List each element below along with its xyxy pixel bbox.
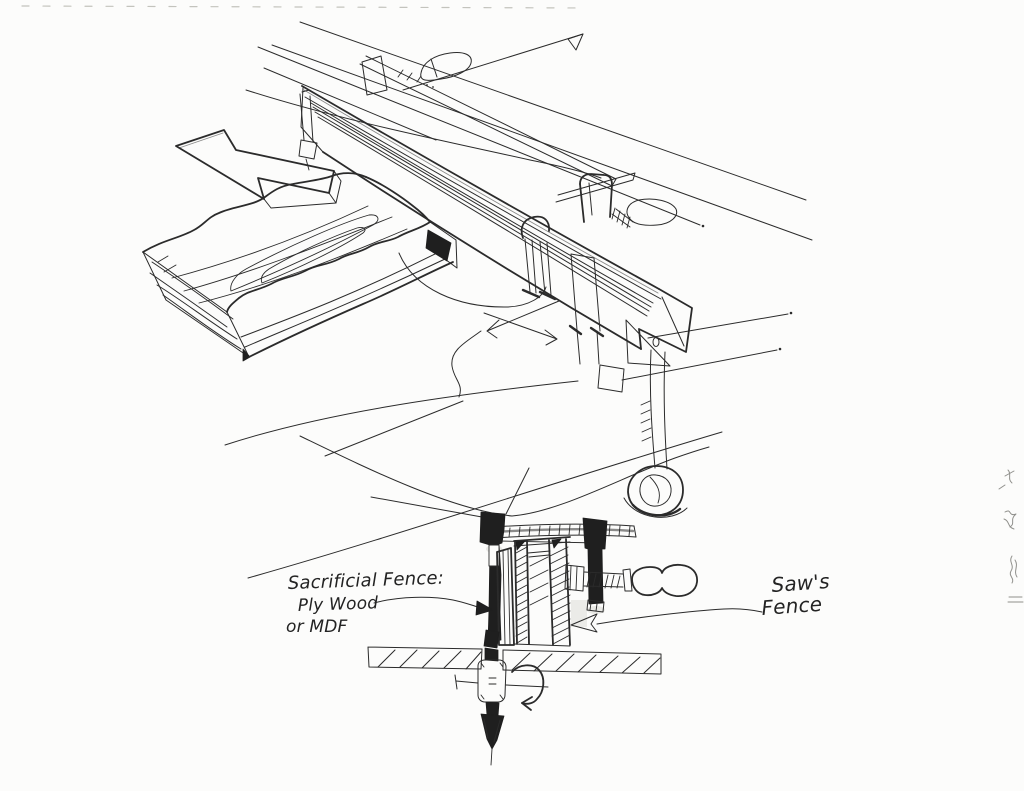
saws-fence-label-line1: Saw's <box>771 569 831 597</box>
arbor-shaft-line <box>455 680 549 688</box>
sacrificial-fence-strip <box>310 102 654 317</box>
slide-direction-arrow-icon <box>402 33 584 91</box>
sacrificial-pointer-leader <box>373 596 479 608</box>
detail-leader-line <box>370 496 494 520</box>
saws-fence-pointer-arrowhead-icon <box>570 613 598 633</box>
saws-fence-pointer-leader <box>596 608 763 625</box>
sacrificial-fence-label-line3: or MDF <box>286 617 348 637</box>
detail-table-surface <box>367 646 662 675</box>
saw-kerf-mark <box>425 229 452 262</box>
fence-end-brace <box>625 319 671 367</box>
fence-end-support <box>640 349 668 470</box>
sacrificial-fence-label-line2: Ply Wood <box>297 593 378 616</box>
detail-saw-blade <box>454 629 549 766</box>
workpiece-board <box>142 172 547 362</box>
clamp-left-end <box>298 89 318 171</box>
blade-rotation-arrow-icon <box>511 664 545 711</box>
end-grain-hatch <box>149 261 242 350</box>
saws-fence-label: Saw's Fence <box>570 569 831 633</box>
detail-cross-section <box>367 511 698 766</box>
clamp-middle <box>520 215 625 393</box>
margin-scribbles <box>998 469 1024 603</box>
arbor-washer <box>477 659 507 703</box>
clamp-right <box>555 172 678 229</box>
saw-fence-beam <box>300 85 693 367</box>
sacrificial-pointer-arrowhead-icon <box>475 600 494 616</box>
clamp-foot-pad <box>623 465 688 518</box>
detail-clamp-right-post <box>582 517 608 613</box>
detail-saw-fence-block <box>513 536 571 647</box>
clamp-oval-handle <box>626 198 678 226</box>
clamp-bar-top <box>359 55 617 187</box>
eraser-smudge <box>571 600 587 627</box>
adjustment-arrows-icon <box>483 300 560 346</box>
detail-leader-line <box>505 467 530 515</box>
feed-direction-arrow-icon <box>175 129 342 209</box>
detail-sacrificial-board <box>496 547 515 646</box>
clamp-handle-sketch <box>397 52 472 88</box>
detail-clamp-handle <box>631 563 698 597</box>
wood-grain <box>157 205 408 304</box>
saws-fence-label-line2: Fence <box>761 592 823 620</box>
